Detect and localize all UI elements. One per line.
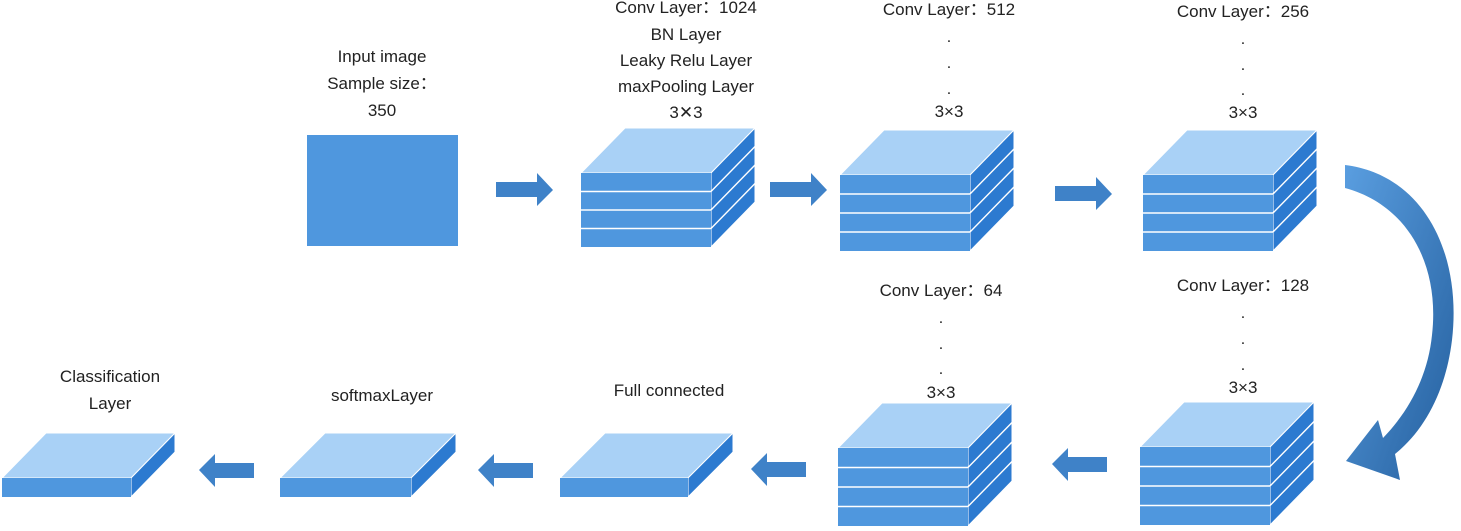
input-label-line3: 350	[368, 101, 396, 120]
classification-label-line1: Classification	[60, 367, 160, 386]
conv-block-64	[836, 401, 1014, 528]
arrow-right-1	[496, 173, 553, 206]
arrow-left-4	[199, 454, 254, 487]
block3-dot-2: .	[1241, 57, 1245, 74]
block2-dot-2: .	[947, 55, 951, 72]
input-image-block	[307, 135, 458, 246]
block4-dot-3: .	[1241, 357, 1245, 374]
input-label-line2: Sample size：	[327, 74, 437, 93]
arrow-right-2	[770, 173, 827, 206]
block4-dot-1: .	[1241, 305, 1245, 322]
block1-label-line2: BN Layer	[651, 25, 722, 44]
block5-title: Conv Layer：64	[880, 281, 1003, 300]
conv-block-256	[1141, 128, 1319, 253]
block4-dot-2: .	[1241, 331, 1245, 348]
conv-block-128	[1138, 400, 1316, 527]
block1-label-line4: maxPooling Layer	[618, 77, 754, 96]
conv-block-512	[838, 128, 1016, 253]
block5-dot-3: .	[939, 361, 943, 378]
block3-kernel: 3×3	[1229, 103, 1258, 122]
block2-dot-3: .	[947, 81, 951, 98]
block5-dot-2: .	[939, 336, 943, 353]
block2-title: Conv Layer：512	[883, 0, 1015, 19]
arrow-left-3	[478, 454, 533, 487]
arrow-left-2	[751, 453, 806, 486]
input-label-line1: Input image	[338, 47, 427, 66]
block1-label-line3: Leaky Relu Layer	[620, 51, 753, 70]
softmax-layer-block	[278, 431, 458, 499]
block4-kernel: 3×3	[1229, 378, 1258, 397]
classification-layer-block	[0, 431, 177, 499]
block3-dot-3: .	[1241, 82, 1245, 99]
full-connected-label: Full connected	[614, 381, 725, 400]
arrow-right-3	[1055, 177, 1112, 210]
softmax-label: softmaxLayer	[331, 386, 433, 405]
block5-dot-1: .	[939, 310, 943, 327]
block3-title: Conv Layer：256	[1177, 2, 1309, 21]
full-connected-block	[558, 431, 735, 499]
block2-kernel: 3×3	[935, 102, 964, 121]
block3-dot-1: .	[1241, 31, 1245, 48]
block1-kernel: 3✕3	[669, 103, 702, 122]
arrow-left-1	[1052, 448, 1107, 481]
conv-block-1024	[579, 126, 757, 249]
block1-label-line1: Conv Layer：1024	[615, 0, 757, 17]
classification-label-line2: Layer	[89, 394, 132, 413]
curved-arrow	[1345, 165, 1454, 480]
block2-dot-1: .	[947, 29, 951, 46]
block5-kernel: 3×3	[927, 383, 956, 402]
block4-title: Conv Layer：128	[1177, 276, 1309, 295]
